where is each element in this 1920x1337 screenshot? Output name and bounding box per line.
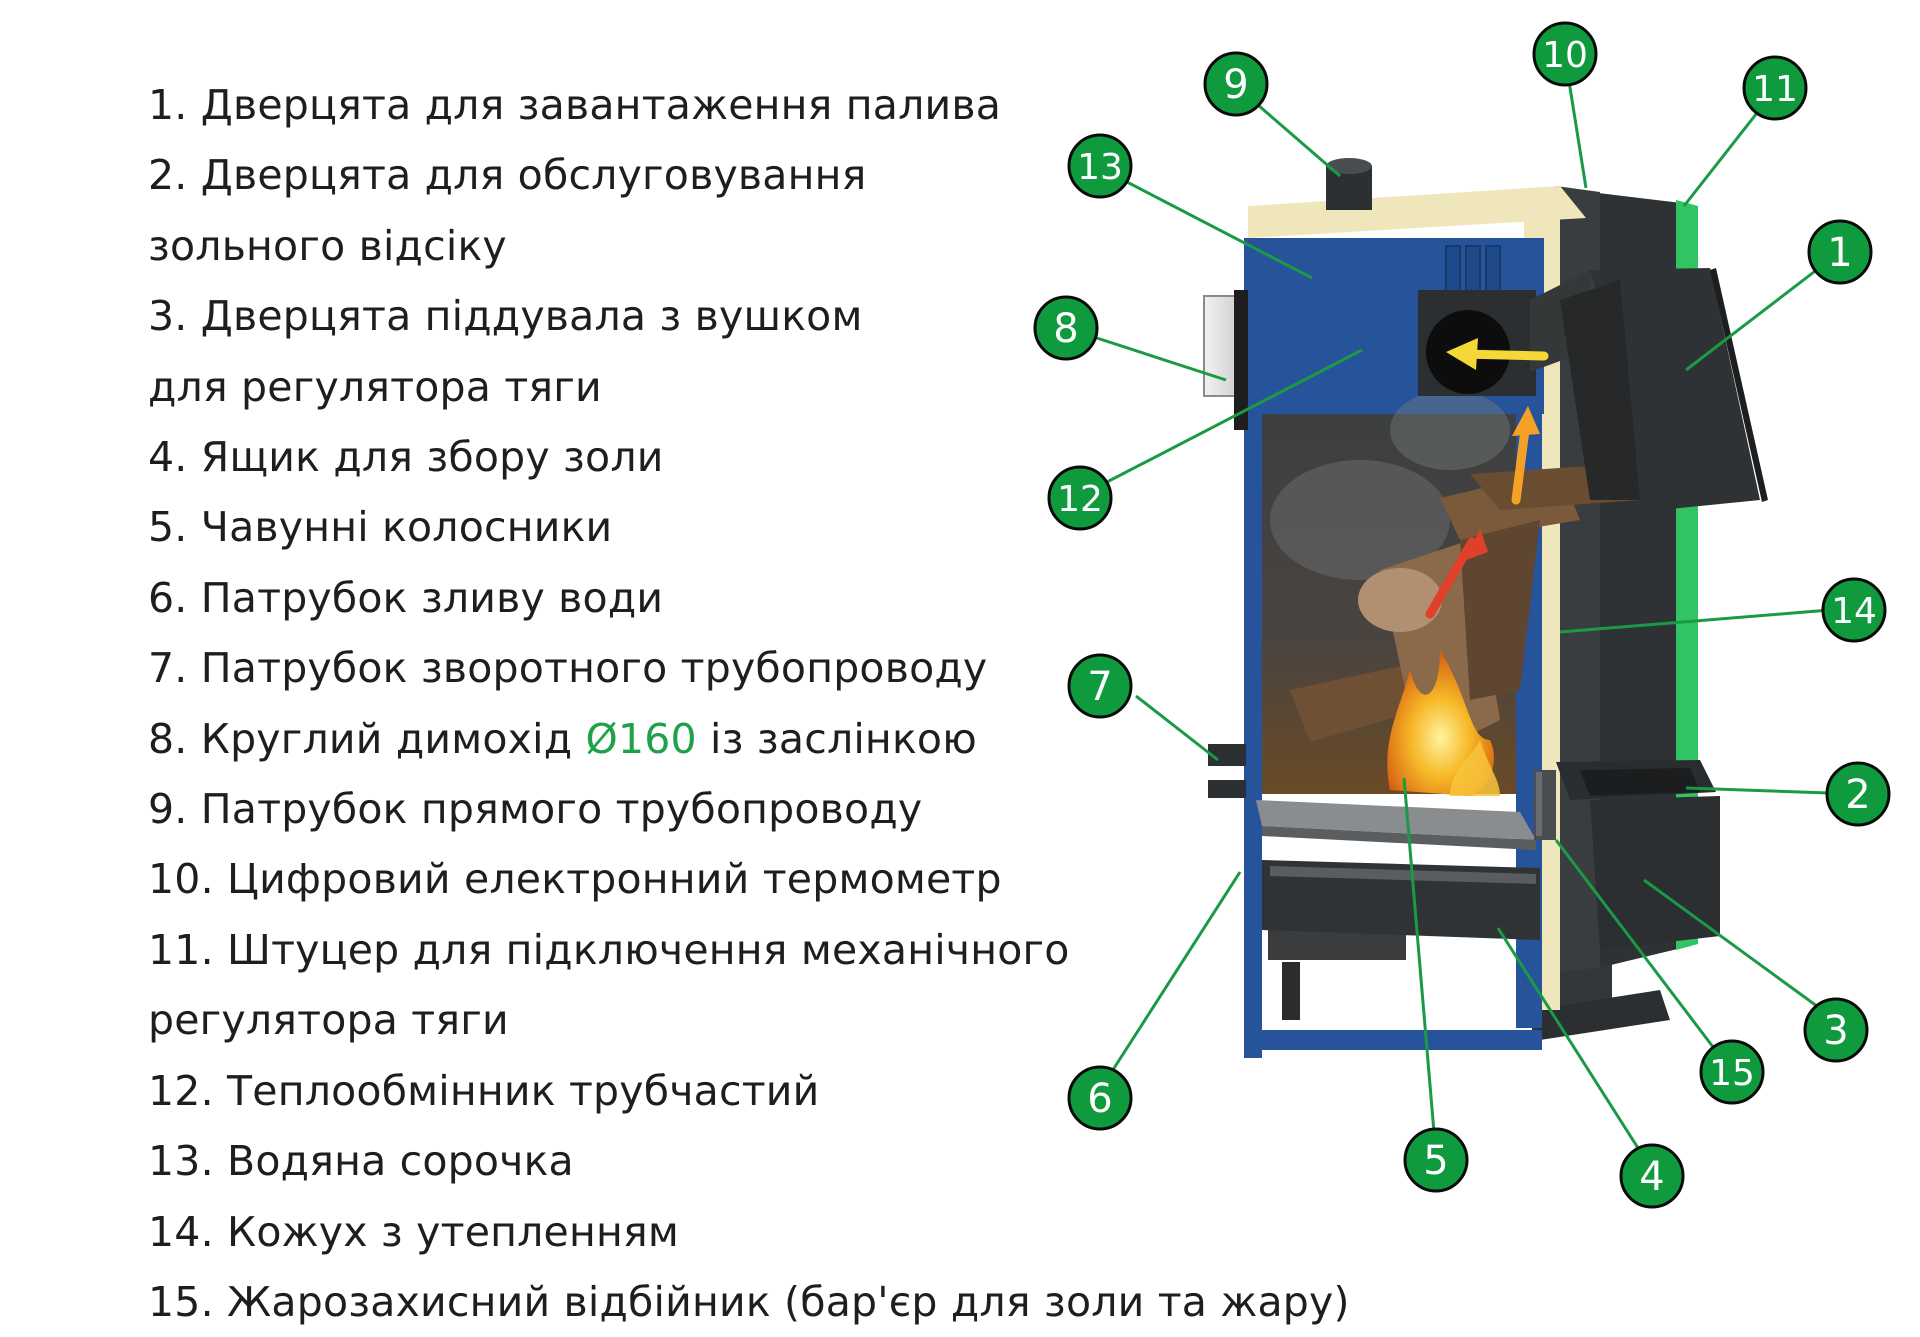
ash-drawer	[1262, 860, 1540, 940]
leader-7	[1135, 694, 1219, 762]
leader-6	[1098, 871, 1242, 1091]
svg-text:11: 11	[1752, 69, 1798, 110]
callout-4: 4	[1619, 1143, 1685, 1209]
callout-14: 14	[1821, 577, 1887, 643]
leader-13	[1099, 166, 1313, 280]
draft-door	[1590, 796, 1720, 950]
leader-4	[1496, 927, 1654, 1171]
svg-text:8: 8	[1053, 306, 1078, 352]
callout-7: 7	[1067, 653, 1133, 719]
svg-text:13: 13	[1077, 147, 1123, 188]
legend-item-9: 9. Патрубок прямого трубопроводу	[148, 785, 923, 834]
svg-text:14: 14	[1831, 591, 1877, 632]
leader-5	[1402, 777, 1438, 1157]
chimney-diameter: Ø160	[585, 714, 697, 763]
svg-text:10: 10	[1542, 35, 1588, 76]
svg-text:5: 5	[1423, 1138, 1448, 1184]
heat-shield-barrier	[1534, 770, 1556, 840]
legend-item-1: 1. Дверцята для завантаження палива	[148, 81, 1002, 129]
legend-item-13: 13. Водяна сорочка	[148, 1137, 574, 1186]
ash-service-door	[1556, 760, 1716, 800]
legend-item-7: 7. Патрубок зворотного трубопроводу	[148, 644, 988, 693]
callout-15: 15	[1699, 1039, 1765, 1105]
svg-text:2: 2	[1845, 772, 1870, 818]
svg-text:1: 1	[1827, 230, 1852, 276]
fuel-loading-door	[1560, 268, 1768, 510]
legend-item-10: 10. Цифровий електронний термометр	[148, 855, 1002, 904]
legend-item-15: 15. Жарозахисний відбійник (бар'єр для з…	[148, 1277, 1350, 1326]
callout-11: 11	[1742, 55, 1808, 121]
callout-5: 5	[1403, 1127, 1469, 1193]
legend-item-14: 14. Кожух з утепленням	[148, 1207, 679, 1256]
flow-arrow-yellow	[1446, 338, 1549, 370]
leader-15	[1554, 839, 1734, 1073]
legend-item-3-cont: для регулятора тяги	[148, 362, 602, 411]
legend-list: 1. Дверцята для завантаження палива 2. Д…	[148, 70, 1428, 1337]
svg-text:9: 9	[1223, 62, 1248, 108]
svg-text:15: 15	[1709, 1053, 1755, 1094]
flame	[1387, 650, 1500, 796]
callout-12: 12	[1047, 465, 1113, 531]
return-pipe	[1208, 744, 1246, 798]
legend-item-8: 8. Круглий димохід Ø160 із заслінкою	[148, 714, 977, 763]
svg-text:7: 7	[1087, 664, 1112, 710]
leader-3	[1643, 878, 1837, 1022]
legend-item-12: 12. Теплообмінник трубчастий	[148, 1066, 820, 1115]
svg-text:4: 4	[1639, 1154, 1664, 1200]
flow-arrow-orange	[1511, 406, 1540, 505]
callout-6: 6	[1067, 1065, 1133, 1131]
callout-3: 3	[1803, 997, 1869, 1063]
legend-item-11: 11. Штуцер для підключення механічного	[148, 925, 1070, 974]
flow-arrow-red	[1425, 528, 1488, 619]
legend-item-2: 2. Дверцята для обслуговування	[148, 151, 867, 200]
svg-text:12: 12	[1057, 479, 1103, 520]
callout-8: 8	[1033, 295, 1099, 361]
legend-item-6: 6. Патрубок зливу води	[148, 573, 664, 622]
leader-14	[1559, 606, 1855, 634]
cast-iron-grate	[1256, 800, 1536, 850]
callout-2: 2	[1825, 761, 1891, 827]
callout-13: 13	[1067, 133, 1133, 199]
chimney-flue-collar	[1203, 290, 1248, 430]
svg-text:6: 6	[1087, 1076, 1112, 1122]
legend-item-3: 3. Дверцята піддувала з вушком	[148, 292, 863, 341]
callout-9: 9	[1203, 51, 1269, 117]
legend-item-11-cont: регулятора тяги	[148, 996, 509, 1045]
callout-10: 10	[1532, 21, 1598, 87]
legend-item-5: 5. Чавунні колосники	[148, 503, 613, 552]
legend-item-4: 4. Ящик для збору золи	[148, 433, 664, 482]
leader-12	[1079, 348, 1363, 498]
svg-text:3: 3	[1823, 1008, 1848, 1054]
callout-1: 1	[1807, 219, 1873, 285]
supply-pipe	[1326, 158, 1372, 210]
legend-item-2-cont: зольного відсіку	[148, 221, 507, 270]
